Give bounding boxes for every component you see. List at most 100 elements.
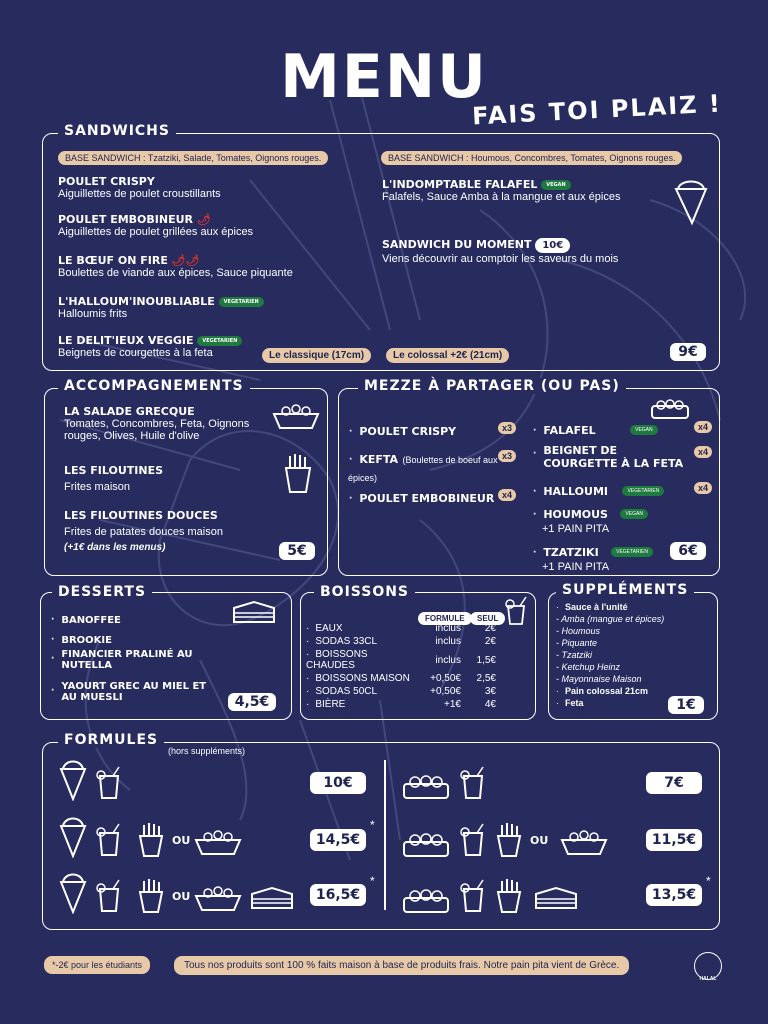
formule-price: 13,5€ <box>646 884 702 906</box>
mezze-item: ·TZATZIKI VEGETARIEN +1 PAIN PITA <box>532 543 712 573</box>
wrap-icon <box>59 817 87 858</box>
vegetarian-badge: VEGETARIEN <box>218 297 264 307</box>
wrap-icon <box>59 760 87 801</box>
sandwich-item: L'INDOMPTABLE FALAFEL VEGAN Falafels, Sa… <box>382 178 621 203</box>
fries-icon <box>138 823 164 857</box>
mezze-dish-icon <box>403 775 449 799</box>
formules-subtitle: (hors suppléments) <box>168 746 246 756</box>
cake-icon <box>535 886 577 909</box>
sandwich-base-right: BASE SANDWICH : Houmous, Concombres, Tom… <box>381 151 683 165</box>
student-discount-star: * <box>370 874 375 888</box>
drink-icon <box>460 766 484 799</box>
vegan-badge: VEGAN <box>541 180 571 190</box>
mezze-dish-icon <box>403 833 449 857</box>
student-discount-star: * <box>706 874 711 888</box>
student-discount-star: * <box>370 818 375 832</box>
cake-icon <box>233 600 275 623</box>
chili-icon: 🌶 <box>196 213 211 226</box>
vegetarian-badge: VEGETARIEN <box>622 485 665 496</box>
sandwich-item: LE BŒUF ON FIRE 🌶🌶 Boulettes de viande a… <box>58 254 293 279</box>
mezze-item: ·POULET EMBOBINEUR x4 <box>348 489 516 507</box>
sandwich-item: L'HALLOUM'INOUBLIABLE VEGETARIEN Halloum… <box>58 295 264 320</box>
formule-or: OU <box>172 834 191 847</box>
mezze-dish-icon <box>403 889 449 913</box>
vegetarian-badge: VEGETARIEN <box>611 546 653 557</box>
wrap-icon <box>59 873 87 914</box>
sandwich-item: SANDWICH DU MOMENT 10€ Viens découvrir a… <box>382 238 619 265</box>
table-row: ·BIÈRE+1€4€ <box>306 699 496 710</box>
sandwichs-title: SANDWICHS <box>58 123 176 139</box>
formule-price: 10€ <box>310 772 366 794</box>
formule-price: 16,5€ <box>310 884 366 906</box>
fries-icon <box>496 823 522 857</box>
mezze-item: ·HALLOUMI VEGETARIEN x4 <box>532 482 712 500</box>
sandwich-item: POULET CRISPY Aiguillettes de poulet cro… <box>58 175 221 200</box>
mezze-item: ·KEFTA (Boulettes de boeuf aux épices) x… <box>348 450 516 486</box>
formules-section <box>42 742 720 930</box>
boissons-title: BOISSONS <box>314 584 416 600</box>
formule-price: 14,5€ <box>310 829 366 851</box>
sandwich-price: 9€ <box>670 343 706 361</box>
fries-icon <box>284 454 312 493</box>
dessert-item: ·YAOURT GREC AU MIEL ET AU MUESLI <box>50 681 207 703</box>
table-row: ·BOISSONS MAISON+0,50€2,5€ <box>306 673 496 684</box>
size-classic: Le classique (17cm) <box>262 348 372 363</box>
desserts-title: DESSERTS <box>52 584 153 600</box>
formules-title: FORMULES <box>58 732 165 748</box>
salad-bowl-icon <box>194 830 242 855</box>
sandwich-item: POULET EMBOBINEUR 🌶 Aiguillettes de poul… <box>58 213 254 238</box>
supplements-price: 1€ <box>668 696 704 714</box>
boissons-section <box>300 592 536 720</box>
dessert-item: ·FINANCIER PRALINÉ AU NUTELLA <box>50 649 193 671</box>
sandwich-moment-price: 10€ <box>535 238 571 253</box>
formule-or: OU <box>530 834 549 847</box>
size-colossal: Le colossal +2€ (21cm) <box>386 348 510 363</box>
formule-price: 11,5€ <box>646 829 702 851</box>
wrap-icon <box>674 180 708 226</box>
formule-price: 7€ <box>646 772 702 794</box>
table-row: ·SODAS 50CL+0,50€3€ <box>306 686 496 697</box>
footer-note: Tous nos produits sont 100 % faits maiso… <box>174 956 630 975</box>
formules-divider <box>384 760 386 910</box>
student-discount: *-2€ pour les étudiants <box>44 956 151 974</box>
mezze-price: 6€ <box>670 542 706 560</box>
col-seul: SEUL <box>470 612 506 625</box>
dessert-item: ·BANOFFEE <box>50 610 121 627</box>
drink-icon <box>96 766 120 799</box>
chili-icon: 🌶🌶 <box>171 254 200 267</box>
fries-icon <box>496 879 522 913</box>
mezze-dish-icon <box>651 399 689 419</box>
sides-note: (+1€ dans les menus) <box>64 542 166 553</box>
drink-icon <box>460 823 484 856</box>
drink-icon <box>96 879 120 912</box>
fries-icon <box>138 879 164 913</box>
drink-icon <box>460 879 484 912</box>
mezze-item: ·HOUMOUS VEGAN +1 PAIN PITA <box>532 505 712 535</box>
mezze-title: MEZZE À PARTAGER (OU PAS) <box>358 378 626 394</box>
desserts-section <box>40 592 292 720</box>
sandwichs-section <box>42 133 720 371</box>
salad-bowl-icon <box>560 830 608 855</box>
drink-icon <box>96 823 120 856</box>
side-item: LES FILOUTINES DOUCES Frites de patates … <box>64 509 223 553</box>
vegetarian-badge: VEGETARIEN <box>197 336 243 346</box>
sides-price: 5€ <box>279 542 315 560</box>
salad-bowl-icon <box>194 886 242 911</box>
side-item: LES FILOUTINES Frites maison <box>64 464 164 493</box>
accompagnements-title: ACCOMPAGNEMENTS <box>58 378 250 394</box>
page-title: MENU <box>280 42 488 112</box>
mezze-item: ·BEIGNET DE COURGETTE À LA FETA x4 <box>532 444 712 470</box>
formule-or: OU <box>172 890 191 903</box>
supplements-title: SUPPLÉMENTS <box>556 582 695 598</box>
halal-logo: HALAL <box>694 952 722 982</box>
desserts-price: 4,5€ <box>228 693 276 711</box>
mezze-item: ·POULET CRISPY x3 <box>348 422 516 440</box>
sandwich-item: LE DELIT'IEUX VEGGIE VEGETARIEN Beignets… <box>58 334 243 359</box>
dessert-item: ·BROOKIE <box>50 630 112 647</box>
col-formule: FORMULE <box>418 612 472 625</box>
vegan-badge: VEGAN <box>630 424 658 435</box>
